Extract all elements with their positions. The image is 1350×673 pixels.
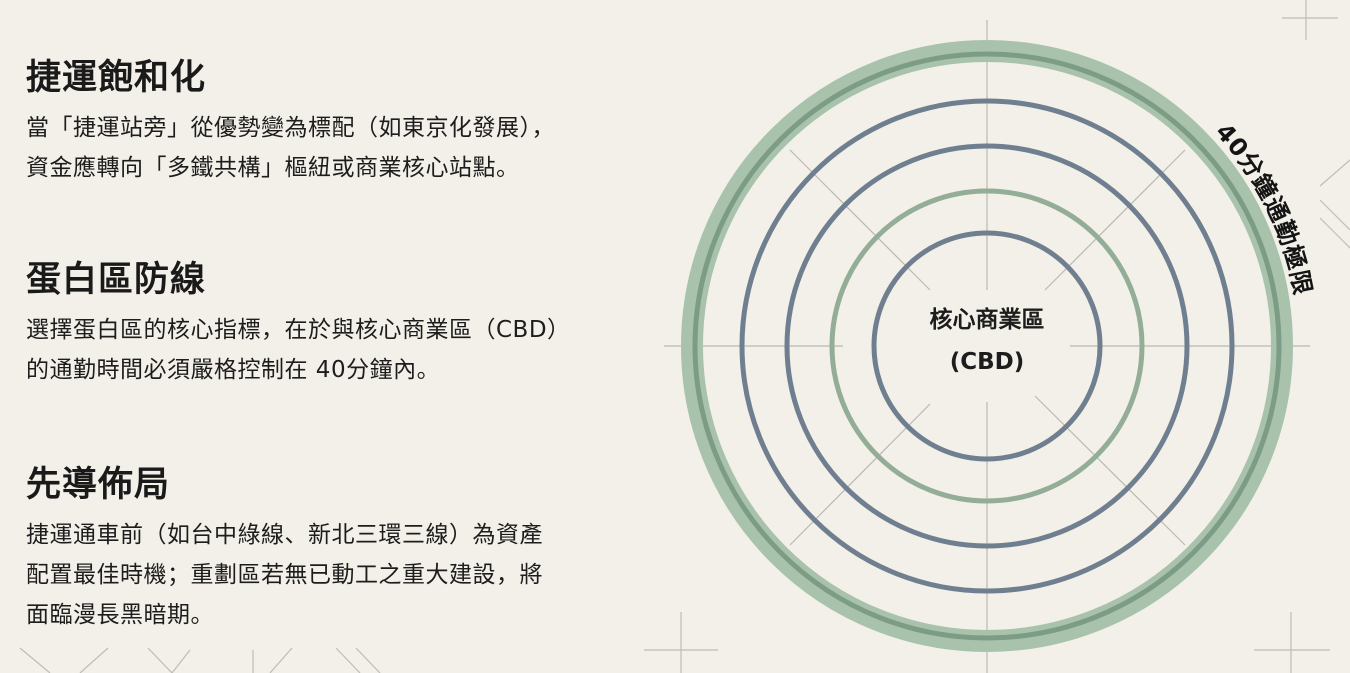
section-body: 當「捷運站旁」從優勢變為標配（如東京化發展）， 資金應轉向「多鐵共構」樞紐或商業… bbox=[26, 108, 555, 188]
crosshair-decorations bbox=[19, 0, 1350, 673]
section-suburb-defense: 蛋白區防線 選擇蛋白區的核心指標，在於與核心商業區（CBD） 的通勤時間必須嚴格… bbox=[26, 258, 571, 390]
ring-2 bbox=[829, 188, 1145, 504]
body-line: 資金應轉向「多鐵共構」樞紐或商業核心站點。 bbox=[26, 155, 520, 181]
body-line: 配置最佳時機；重劃區若無已動工之重大建設，將 bbox=[26, 562, 543, 588]
body-line: 的通勤時間必須嚴格控制在 40分鐘內。 bbox=[26, 357, 441, 383]
body-line: 選擇蛋白區的核心指標，在於與核心商業區（CBD） bbox=[26, 317, 571, 343]
section-title: 捷運飽和化 bbox=[26, 58, 207, 98]
section-title: 先導佈局 bbox=[26, 465, 171, 505]
outer-limit-line bbox=[692, 51, 1282, 641]
section-title: 蛋白區防線 bbox=[26, 260, 207, 300]
section-early-positioning: 先導佈局 捷運通車前（如台中綠線、新北三環三線）為資產 配置最佳時機；重劃區若無… bbox=[26, 463, 543, 635]
section-body: 選擇蛋白區的核心指標，在於與核心商業區（CBD） 的通勤時間必須嚴格控制在 40… bbox=[26, 310, 571, 390]
section-body: 捷運通車前（如台中綠線、新北三環三線）為資產 配置最佳時機；重劃區若無已動工之重… bbox=[26, 515, 543, 635]
center-label-cbd: 核心商業區 bbox=[929, 307, 1045, 333]
center-label-cbd-abbr: (CBD) bbox=[949, 349, 1025, 375]
ring-4 bbox=[739, 98, 1235, 594]
section-mrt-saturation: 捷運飽和化 當「捷運站旁」從優勢變為標配（如東京化發展）， 資金應轉向「多鐵共構… bbox=[26, 56, 555, 188]
body-line: 當「捷運站旁」從優勢變為標配（如東京化發展）， bbox=[26, 115, 555, 141]
body-line: 面臨漫長黑暗期。 bbox=[26, 602, 214, 628]
ring-1 bbox=[871, 230, 1103, 462]
ring-3 bbox=[784, 143, 1190, 549]
outer-limit-band bbox=[681, 40, 1293, 652]
body-line: 捷運通車前（如台中綠線、新北三環三線）為資產 bbox=[26, 522, 543, 548]
